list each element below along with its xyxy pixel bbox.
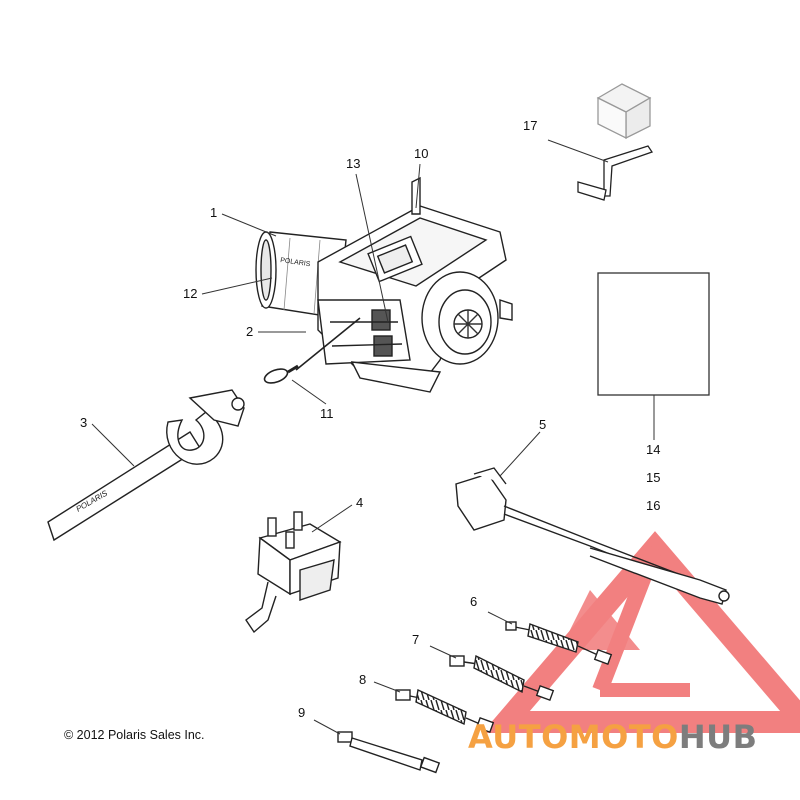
watermark-hub: HUB (678, 718, 758, 756)
callout-14: 14 (646, 442, 661, 457)
strap-hook-part-3: POLARIS (47, 389, 245, 542)
callout-10: 10 (414, 146, 429, 161)
winch-brand-label: POLARIS (280, 257, 311, 268)
callout-3: 3 (80, 415, 88, 430)
contactor-part-4 (245, 511, 342, 634)
switch-harness-part-5 (455, 467, 730, 605)
callout-6: 6 (470, 594, 478, 609)
winch-assembly: POLARIS (255, 176, 513, 393)
callout-9: 9 (298, 705, 306, 720)
label-decal-part-14 (597, 272, 710, 396)
callout-11: 11 (320, 406, 334, 421)
cable-part-7 (449, 654, 555, 701)
callout-7: 7 (412, 632, 420, 647)
callout-17: 17 (523, 118, 538, 133)
cable-part-9 (337, 731, 441, 774)
callout-15: 15 (646, 470, 661, 485)
callout-4: 4 (356, 495, 364, 510)
bracket-part-17 (547, 83, 654, 201)
cable-part-6 (505, 621, 613, 665)
wire-rope-part-11 (263, 317, 361, 384)
watermark-text: AUTOMOTOHUB (468, 718, 758, 756)
copyright-text: © 2012 Polaris Sales Inc. (64, 728, 205, 742)
watermark-moto: MOTO (568, 718, 679, 756)
cable-part-8 (395, 688, 495, 733)
callout-13: 13 (346, 156, 361, 171)
callout-5: 5 (539, 417, 547, 432)
leader-lines (91, 163, 541, 735)
callout-1: 1 (210, 205, 218, 220)
callout-16: 16 (646, 498, 661, 513)
callout-12: 12 (183, 286, 198, 301)
watermark-auto: AUTO (468, 718, 569, 756)
callout-8: 8 (359, 672, 367, 687)
callout-2: 2 (246, 324, 254, 339)
